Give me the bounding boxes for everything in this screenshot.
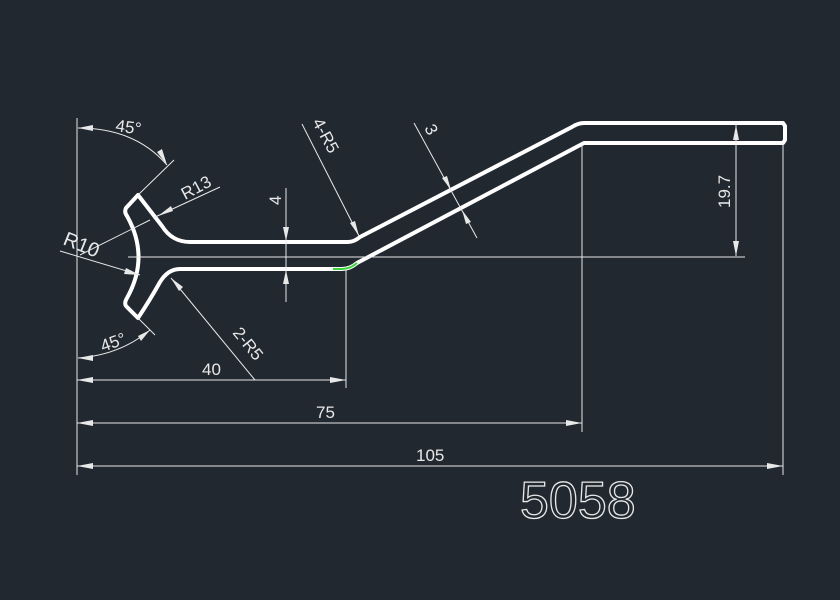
- label-R13: R13: [178, 172, 214, 203]
- label-4-R5: 4-R5: [308, 115, 342, 156]
- label-45-top: 45°: [114, 116, 142, 138]
- profile-outline: [123, 121, 787, 320]
- leader-R10-arc: [79, 219, 151, 256]
- green-highlight: [333, 262, 358, 270]
- leader-4-R5: [301, 123, 360, 237]
- label-2-R5: 2-R5: [229, 324, 267, 365]
- dim-label-19-7: 19.7: [715, 175, 734, 208]
- extension-45-top: [137, 159, 175, 196]
- dim-label-3: 3: [420, 121, 441, 138]
- dim-label-40: 40: [202, 360, 221, 379]
- dim-label-75: 75: [316, 403, 335, 422]
- part-number: 5058: [520, 472, 636, 530]
- leader-2-R5: [170, 277, 256, 381]
- dim-label-4: 4: [266, 196, 285, 205]
- dim-label-105: 105: [416, 446, 444, 465]
- label-45-bottom: 45°: [98, 329, 129, 356]
- extension-45-bottom: [137, 317, 156, 336]
